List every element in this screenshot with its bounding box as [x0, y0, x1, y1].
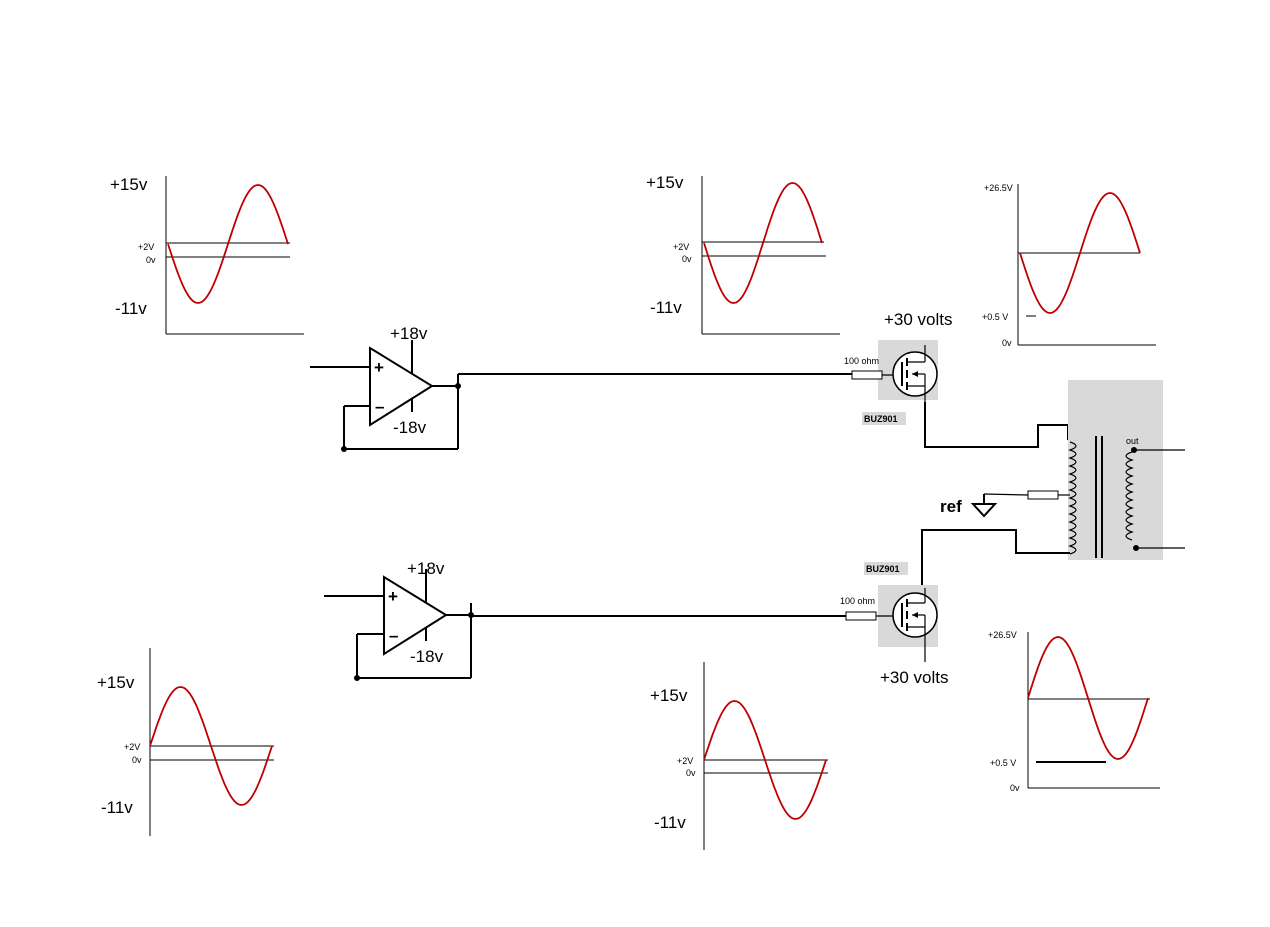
svg-text:–: –: [375, 397, 384, 416]
mosfet-bottom: BUZ901 100 ohm +30 volts: [840, 562, 949, 687]
mosfet-top-supply: +30 volts: [884, 310, 953, 329]
plot-top-middle-label-mid0: 0v: [682, 254, 692, 264]
ref-label: ref: [940, 497, 962, 516]
plot-bottom-left-label-mid1: +2V: [124, 742, 140, 752]
plot-bottom-middle-label-mid0: 0v: [686, 768, 696, 778]
plot-top-left: +15v +2V 0v -11v: [110, 175, 304, 335]
plot-bottom-right: +26.5V +0.5 V 0v: [988, 630, 1160, 793]
plot-bottom-middle-label-top: +15v: [650, 686, 688, 705]
plot-top-middle-label-mid1: +2V: [673, 242, 689, 252]
svg-text:+: +: [374, 358, 384, 377]
plot-bottom-middle: +15v +2V 0v -11v: [650, 662, 828, 850]
opamp-top-plus-supply: +18v: [390, 324, 428, 343]
plot-top-left-label-top: +15v: [110, 175, 148, 194]
plot-top-middle-label-top: +15v: [646, 173, 684, 192]
plot-bottom-right-label-mid0: 0v: [1010, 783, 1020, 793]
plot-top-right-waveform: [1019, 192, 1141, 314]
plot-bottom-right-label-top: +26.5V: [988, 630, 1017, 640]
svg-text:–: –: [389, 626, 398, 645]
plot-bottom-left-waveform: [149, 686, 273, 806]
plot-top-left-label-mid0: 0v: [146, 255, 156, 265]
mosfet-bottom-part: BUZ901: [866, 564, 900, 574]
plot-top-right-label-mid0: 0v: [1002, 338, 1012, 348]
plot-bottom-right-label-mid1: +0.5 V: [990, 758, 1016, 768]
plot-bottom-right-waveform: [1027, 636, 1149, 760]
plot-top-middle-label-bottom: -11v: [650, 298, 682, 317]
plot-top-left-label-bottom: -11v: [115, 299, 147, 318]
opamp-bottom: + – +18v -18v: [324, 559, 474, 681]
plot-bottom-middle-waveform: [703, 700, 827, 820]
plot-top-right-label-mid1: +0.5 V: [982, 312, 1008, 322]
opamp-top-minus-supply: -18v: [393, 418, 427, 437]
plot-top-middle: +15v +2V 0v -11v: [646, 173, 840, 335]
transformer-out-label: out: [1126, 436, 1139, 446]
mosfet-bottom-supply: +30 volts: [880, 668, 949, 687]
plot-bottom-left-label-bottom: -11v: [101, 798, 133, 817]
mosfet-top: +30 volts 100 ohm BUZ901: [844, 310, 953, 425]
plot-bottom-middle-label-bottom: -11v: [654, 813, 686, 832]
resistor-bottom: [845, 611, 877, 621]
opamp-bottom-minus-supply: -18v: [410, 647, 444, 666]
mosfet-top-part: BUZ901: [864, 414, 898, 424]
transformer: out: [1068, 380, 1185, 560]
plot-bottom-middle-label-mid1: +2V: [677, 756, 693, 766]
plot-top-middle-waveform: [703, 182, 823, 304]
mosfet-top-resistor-label: 100 ohm: [844, 356, 879, 366]
plot-bottom-left: +15v +2V 0v -11v: [97, 648, 274, 836]
plot-bottom-left-label-top: +15v: [97, 673, 135, 692]
resistor-top: [851, 370, 883, 380]
mosfet-bottom-resistor-label: 100 ohm: [840, 596, 875, 606]
plot-top-left-waveform: [167, 184, 289, 304]
plot-bottom-left-label-mid0: 0v: [132, 755, 142, 765]
svg-text:+: +: [388, 587, 398, 606]
reference-ground: ref: [940, 490, 1070, 518]
plot-top-right-label-top: +26.5V: [984, 183, 1013, 193]
opamp-top: + – +18v -18v: [310, 324, 461, 452]
plot-top-right: +26.5V +0.5 V 0v: [982, 183, 1156, 348]
opamp-bottom-plus-supply: +18v: [407, 559, 445, 578]
plot-top-left-label-mid1: +2V: [138, 242, 154, 252]
